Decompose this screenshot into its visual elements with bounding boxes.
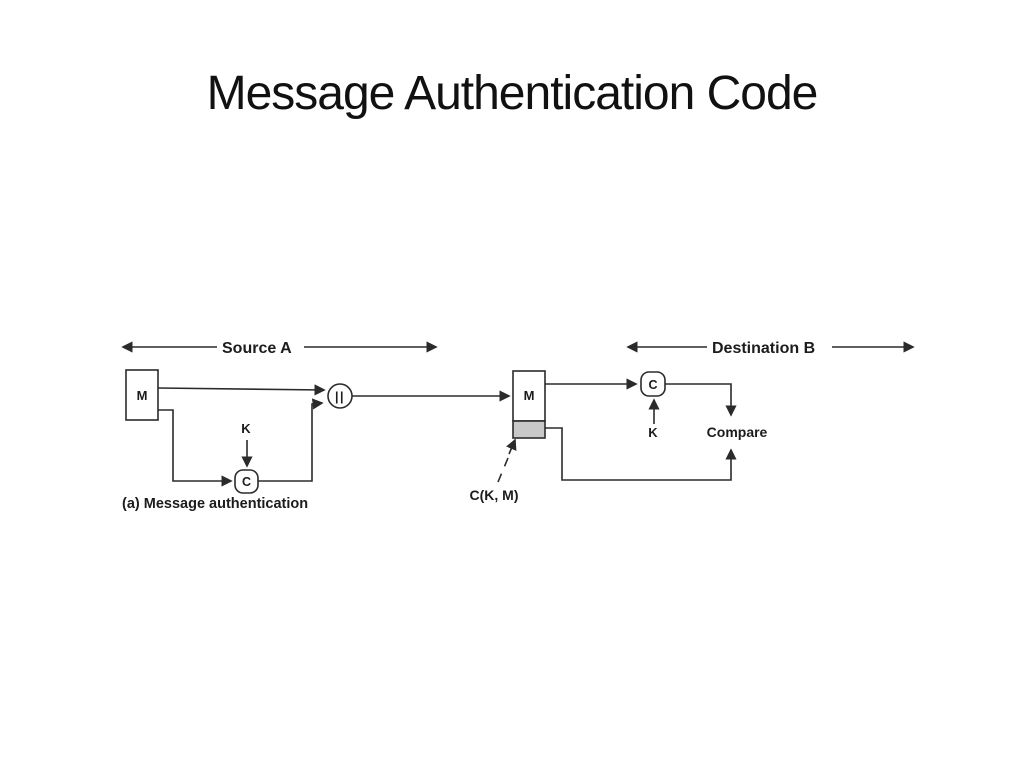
- destination-key-label: K: [648, 425, 658, 440]
- source-mac-function-label: C: [242, 475, 251, 489]
- destination-message-box: [512, 370, 546, 422]
- compare-label: Compare: [707, 424, 768, 440]
- source-key-label: K: [241, 421, 251, 436]
- destination-mac-function-label: C: [648, 378, 657, 392]
- wire-source-m-to-macfunc: [158, 409, 233, 487]
- destination-message-box-label: M: [524, 388, 535, 403]
- diagram-caption: (a) Message authentication: [122, 496, 308, 512]
- source-span-label: Source A: [222, 340, 292, 357]
- mac-leader-dashed: [497, 457, 509, 483]
- source-span: Source A: [121, 340, 438, 357]
- destination-span: Destination B: [626, 340, 915, 357]
- mac-value-label: C(K, M): [470, 487, 519, 503]
- concatenation-symbol: ||: [335, 390, 345, 404]
- source-message-box: [125, 369, 159, 421]
- wire-source-m-to-concat: [157, 384, 326, 396]
- wire-macfunc-to-concat: [258, 398, 324, 482]
- destination-span-label: Destination B: [712, 340, 815, 357]
- wire-macfunc-to-compare: [665, 383, 737, 417]
- wire-macblock-to-compare: [545, 427, 737, 481]
- slide-title: Message Authentication Code: [206, 67, 819, 120]
- mac-leader-arrow: [506, 438, 517, 455]
- destination-mac-block: [512, 420, 546, 439]
- source-message-box-label: M: [137, 388, 148, 403]
